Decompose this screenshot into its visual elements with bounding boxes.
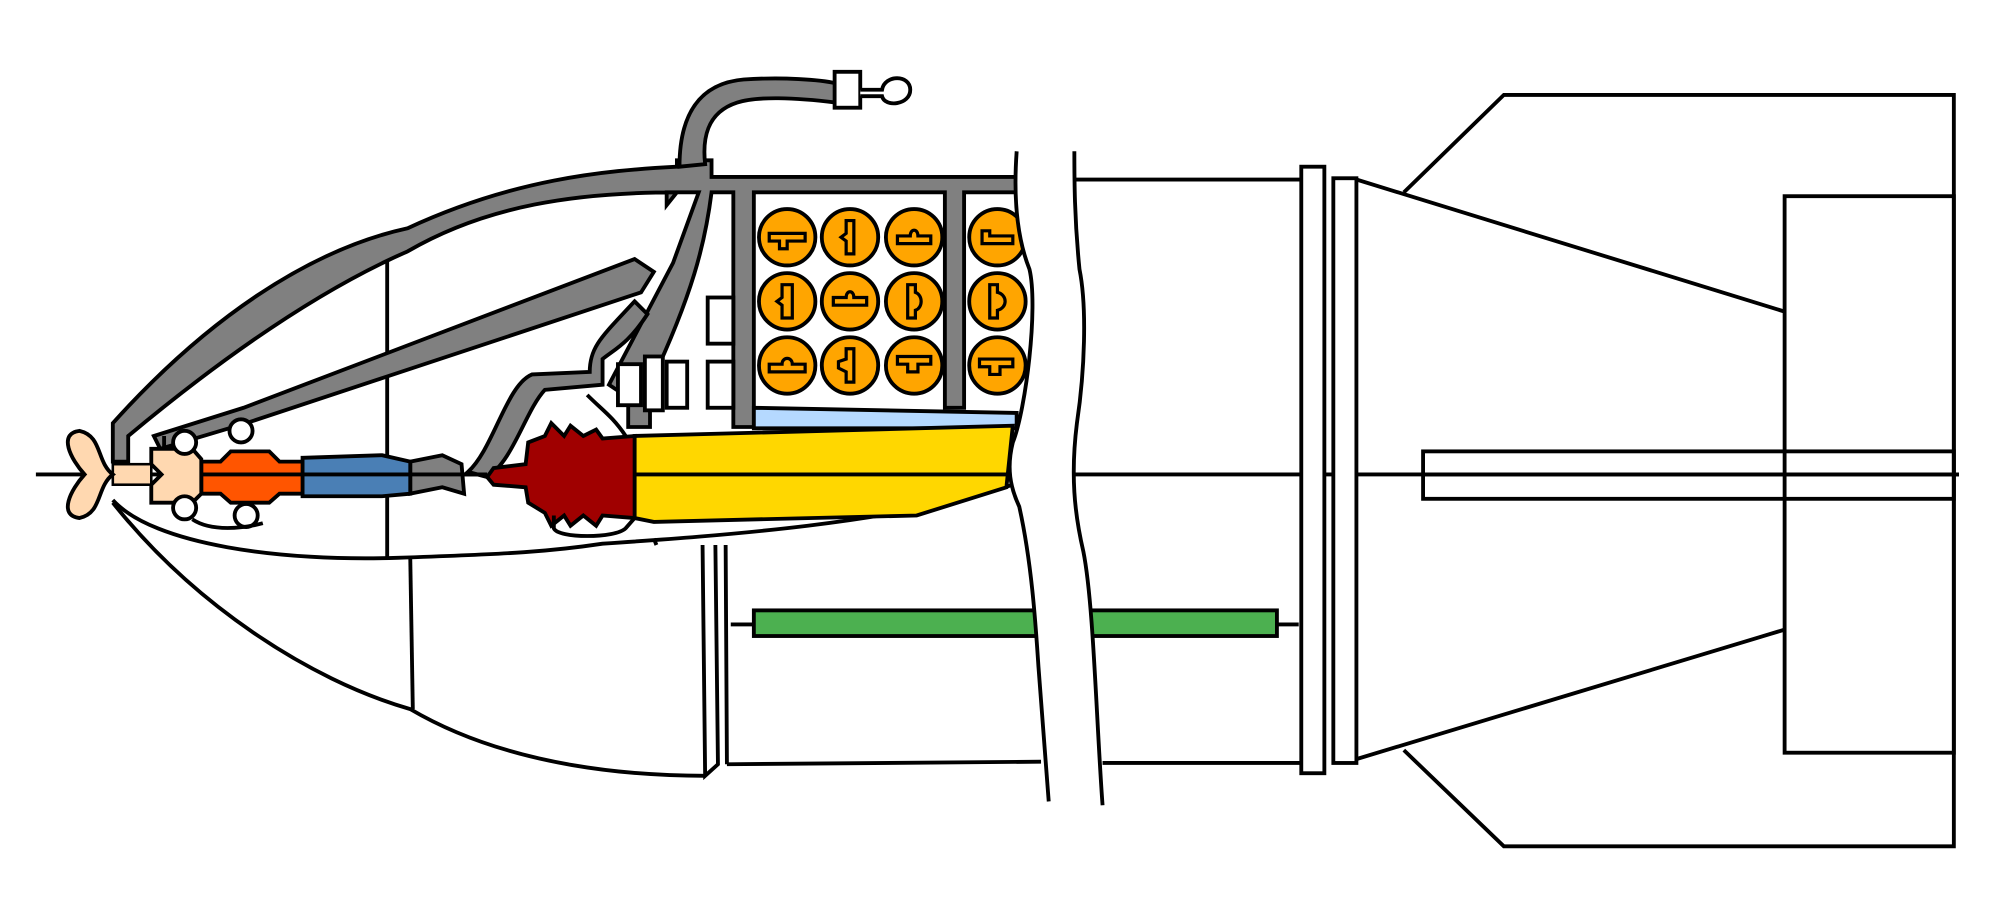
striker — [199, 449, 305, 505]
arming-vane — [149, 446, 204, 505]
booster — [484, 419, 637, 529]
tail-section — [1355, 92, 1959, 849]
body-section — [700, 164, 1359, 781]
propeller-icon — [66, 428, 116, 520]
pellet — [967, 271, 1028, 332]
pellet — [819, 207, 881, 268]
pellet — [757, 207, 818, 268]
pellet — [883, 207, 945, 268]
lug-block — [832, 69, 863, 110]
body-ring — [1331, 176, 1359, 765]
pellet — [757, 271, 818, 332]
body-ring — [1299, 164, 1327, 776]
suspension-lug — [860, 76, 913, 106]
pellet — [819, 335, 881, 396]
pellet — [819, 271, 881, 332]
pellet-grid — [757, 207, 1028, 396]
pellet — [883, 271, 945, 332]
pellet — [883, 335, 945, 396]
pellet — [967, 335, 1028, 396]
pellet — [757, 335, 818, 396]
fuze-housing — [110, 76, 1019, 497]
green-bar — [751, 608, 1279, 638]
nose-section — [111, 251, 1014, 778]
